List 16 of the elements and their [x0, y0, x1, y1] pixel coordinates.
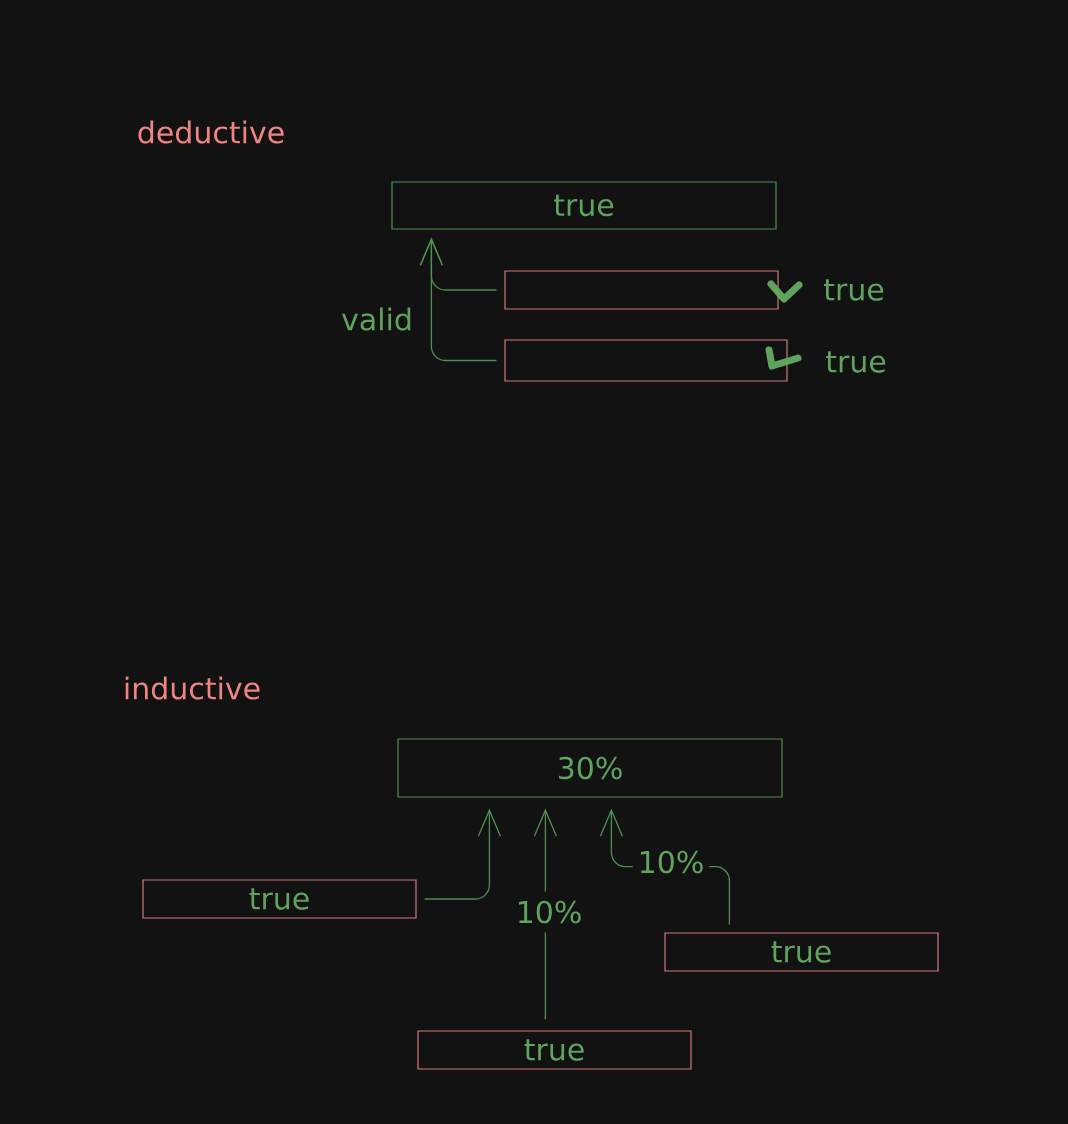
- empty-box: [504, 270, 779, 310]
- edge-label: valid: [336, 298, 418, 340]
- text-box: true: [391, 181, 777, 230]
- heading: deductive: [138, 120, 284, 144]
- text-box: true: [664, 932, 939, 972]
- arrow: [423, 808, 502, 900]
- edge-label: 10%: [632, 841, 710, 883]
- edge-label: 10%: [510, 891, 588, 933]
- side-label: true: [824, 279, 884, 301]
- empty-box: [504, 339, 788, 382]
- text-box: true: [417, 1030, 692, 1070]
- heading: inductive: [125, 676, 260, 700]
- side-label: true: [826, 351, 886, 373]
- arrow: [419, 237, 498, 362]
- text-box: 30%: [397, 738, 783, 798]
- text-box: true: [142, 879, 417, 919]
